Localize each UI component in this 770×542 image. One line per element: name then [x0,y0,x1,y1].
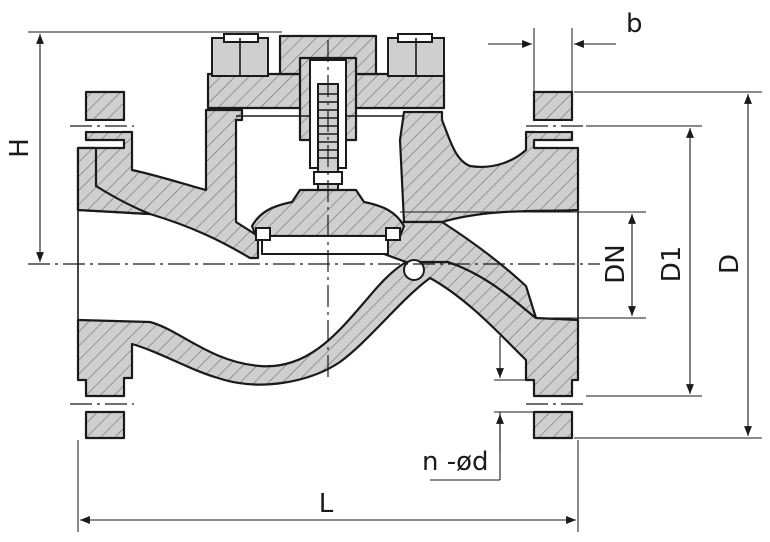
dimension-b: b [488,9,643,92]
label-bolt-holes: n -ød [422,447,489,477]
left-flange-upper [76,146,152,216]
left-seal [255,227,271,241]
right-flange-top-stub [532,90,574,122]
pivot-pin [403,259,425,281]
center-lines [28,40,600,405]
dimension-h: H [5,31,282,262]
dimension-dn: DN [400,211,646,319]
left-bolt-cap [223,33,259,43]
dimension-bolt-holes: n -ød [422,336,534,481]
disc-face [261,235,389,255]
right-seal [385,227,401,241]
label-b: b [626,9,643,39]
label-d1: D1 [657,246,687,283]
dimension-d: D [574,91,762,439]
dimension-l: L [77,440,579,532]
label-l: L [319,489,334,519]
label-h: H [5,138,35,158]
lower-body-wall [76,260,580,398]
valve-body [76,90,580,440]
dimension-d1: D1 [586,125,702,397]
left-flange-bottom-stub [84,410,126,440]
right-flange-bottom-stub [532,410,574,440]
seat-ring-right [382,220,538,320]
label-dn: DN [601,244,631,283]
upper-right-body-wall [398,110,580,224]
right-bolt-cap [397,33,433,43]
valve-disc [250,188,425,281]
upper-left-body-wall [76,108,260,260]
label-d: D [715,254,745,274]
left-flange-top-stub [84,90,126,122]
